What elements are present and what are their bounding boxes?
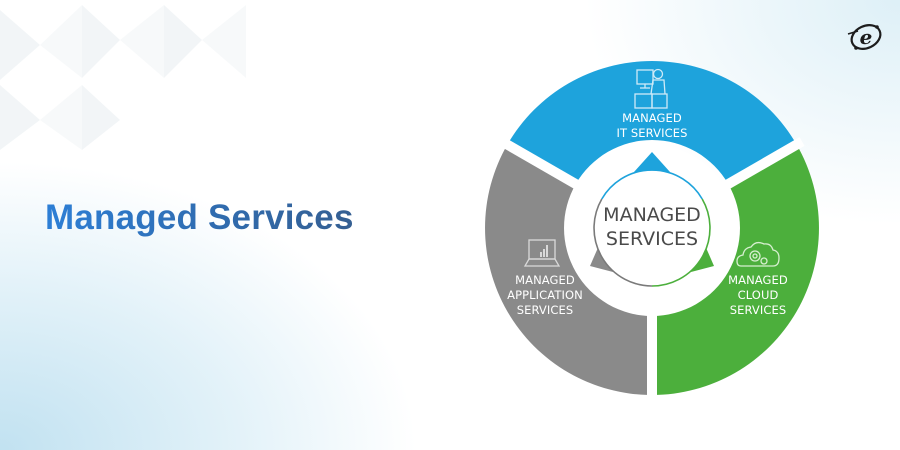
center-label-line2: SERVICES: [606, 228, 698, 250]
svg-text:e: e: [860, 25, 873, 49]
center-label-line1: MANAGED: [603, 204, 701, 226]
cloud-label-line2: CLOUD: [738, 288, 779, 302]
background-triangle-pattern: [0, 5, 246, 150]
application-label-line1: MANAGED: [515, 273, 575, 287]
application-label-line3: SERVICES: [517, 303, 574, 317]
cloud-label-line3: SERVICES: [730, 303, 787, 317]
it-label-line1: MANAGED: [622, 111, 682, 125]
it-support-desk-icon: [634, 68, 668, 109]
e-orbit-logo-icon: e: [847, 24, 882, 50]
laptop-chart-icon: [523, 239, 561, 267]
application-label-line2: APPLICATION: [507, 288, 583, 302]
center-circle: [594, 170, 710, 286]
page-title: Managed Services: [45, 198, 354, 237]
it-label-line2: IT SERVICES: [617, 126, 688, 140]
cloud-gears-icon: [736, 241, 780, 267]
it-pointer: [634, 152, 670, 172]
cloud-label-line1: MANAGED: [728, 273, 788, 287]
